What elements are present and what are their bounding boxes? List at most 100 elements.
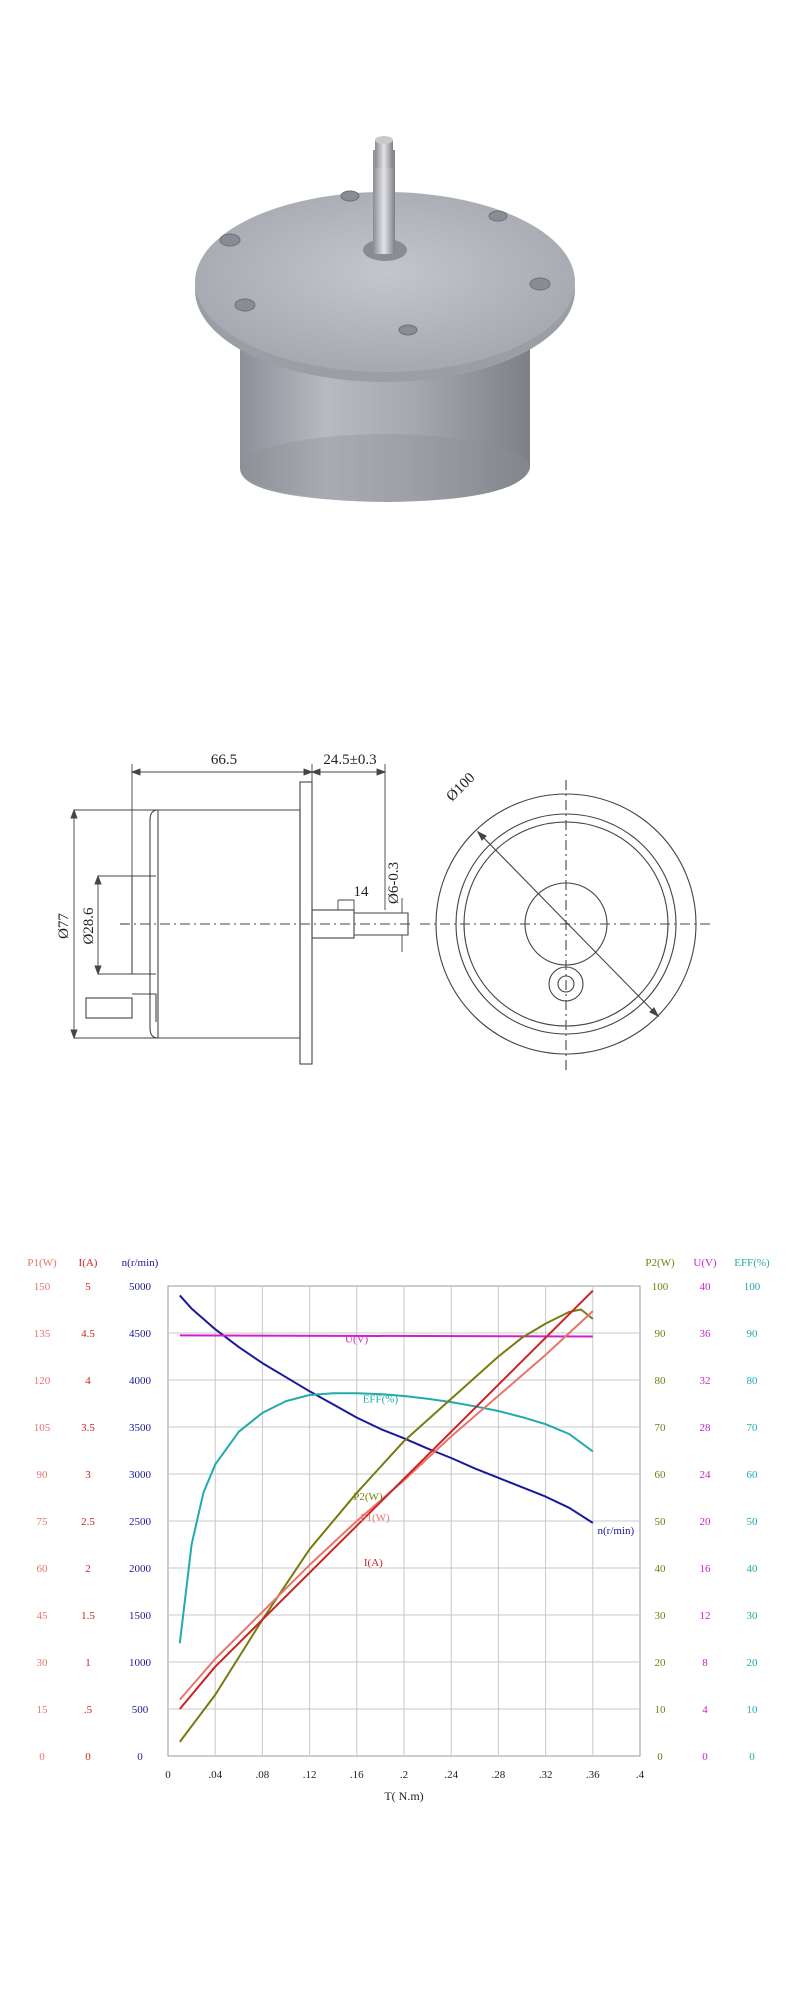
x-tick-label: .08 — [256, 1769, 270, 1781]
y-axis-title: I(A) — [79, 1257, 98, 1269]
y-tick-label: 5 — [85, 1281, 91, 1293]
y-tick-label: 24 — [700, 1469, 712, 1481]
y-tick-label: 4 — [85, 1375, 91, 1387]
y-tick-label: 3000 — [129, 1469, 152, 1481]
y-tick-label: 32 — [700, 1375, 711, 1387]
y-tick-label: 30 — [747, 1610, 759, 1622]
x-tick-label: .36 — [586, 1769, 600, 1781]
x-axis-label: T( N.m) — [384, 1789, 423, 1803]
y-tick-label: 5000 — [129, 1281, 152, 1293]
series-line — [179, 1294, 594, 1524]
y-tick-label: 0 — [137, 1751, 143, 1763]
y-tick-label: 90 — [655, 1328, 667, 1340]
y-tick-label: 4500 — [129, 1328, 152, 1340]
y-tick-label: 8 — [702, 1657, 708, 1669]
y-tick-label: 1 — [85, 1657, 91, 1669]
series-line — [179, 1289, 594, 1710]
chart-grid — [167, 1285, 641, 1757]
x-tick-label: 0 — [165, 1769, 171, 1781]
x-tick-label: .28 — [492, 1769, 506, 1781]
side-view — [85, 781, 412, 1065]
motor-flange — [195, 192, 575, 382]
curve-label: EFF(%) — [363, 1394, 399, 1406]
y-tick-label: 0 — [85, 1751, 91, 1763]
y-tick-label: 90 — [747, 1328, 759, 1340]
series-line — [179, 1308, 594, 1743]
y-tick-label: 70 — [747, 1422, 759, 1434]
y-tick-label: 28 — [700, 1422, 712, 1434]
series-line — [179, 1334, 593, 1338]
y-tick-label: 40 — [700, 1281, 712, 1293]
side-view-dimensions — [70, 764, 403, 1040]
y-axis-title: P2(W) — [645, 1257, 675, 1269]
y-tick-label: 12 — [700, 1610, 711, 1622]
y-tick-label: 20 — [655, 1657, 667, 1669]
y-tick-label: 20 — [700, 1516, 712, 1528]
y-tick-label: 120 — [34, 1375, 51, 1387]
y-tick-label: 15 — [37, 1704, 49, 1716]
y-tick-label: 4 — [702, 1704, 708, 1716]
y-tick-label: 0 — [702, 1751, 708, 1763]
y-tick-label: 150 — [34, 1281, 51, 1293]
y-tick-label: 70 — [655, 1422, 667, 1434]
y-tick-label: 105 — [34, 1422, 51, 1434]
y-axis-title: n(r/min) — [122, 1257, 159, 1269]
y-tick-label: 0 — [749, 1751, 755, 1763]
motor-photo — [195, 136, 575, 502]
performance-chart: 0 .04 .08 .12 .16 .2 .24 .28 .32 .36 .4 T( N.m) P1(W… — [27, 1257, 770, 1803]
y-tick-label: 16 — [700, 1563, 712, 1575]
y-tick-label: 40 — [655, 1563, 667, 1575]
y-tick-label: 1.5 — [81, 1610, 95, 1622]
y-tick-label: 75 — [37, 1516, 49, 1528]
y-tick-label: 30 — [37, 1657, 49, 1669]
y-tick-label: 50 — [655, 1516, 667, 1528]
y-tick-label: 90 — [37, 1469, 49, 1481]
x-tick-label: .2 — [400, 1769, 408, 1781]
y-axis-title: P1(W) — [27, 1257, 57, 1269]
y-tick-label: 1000 — [129, 1657, 152, 1669]
x-tick-label: .12 — [303, 1769, 317, 1781]
y-tick-label: 3.5 — [81, 1422, 95, 1434]
y-tick-label: 20 — [747, 1657, 759, 1669]
y-tick-label: 60 — [747, 1469, 759, 1481]
y-tick-label: 2000 — [129, 1563, 152, 1575]
y-tick-label: 1500 — [129, 1610, 152, 1622]
dim-shaft-flat: 14 — [354, 884, 370, 900]
chart-axes: 0 .04 .08 .12 .16 .2 .24 .28 .32 .36 .4 T( N.m) P1(W… — [27, 1257, 770, 1803]
y-tick-label: 60 — [655, 1469, 667, 1481]
curve-label: I(A) — [364, 1557, 383, 1569]
dim-body-dia: Ø77 — [56, 913, 72, 939]
curve-label: n(r/min) — [598, 1525, 635, 1537]
y-axis-title: U(V) — [693, 1257, 717, 1269]
x-tick-label: .4 — [636, 1769, 645, 1781]
dim-shaft-dia: Ø6-0.3 — [386, 862, 402, 904]
curve-label: U(V) — [345, 1333, 369, 1345]
y-tick-label: 60 — [37, 1563, 49, 1575]
curve-label: P2(W) — [353, 1491, 383, 1503]
y-tick-label: 2500 — [129, 1516, 152, 1528]
y-axis-title: EFF(%) — [734, 1257, 770, 1269]
x-tick-label: .16 — [350, 1769, 364, 1781]
x-tick-label: .24 — [444, 1769, 458, 1781]
chart-curves — [178, 1289, 594, 1743]
y-tick-label: 45 — [37, 1610, 49, 1622]
y-tick-label: 80 — [655, 1375, 667, 1387]
front-view — [420, 780, 712, 1070]
motor-shaft — [373, 136, 395, 254]
series-line — [179, 1310, 594, 1701]
y-tick-label: 135 — [34, 1328, 51, 1340]
y-tick-label: 50 — [747, 1516, 759, 1528]
y-tick-label: 4000 — [129, 1375, 152, 1387]
x-tick-label: .04 — [208, 1769, 222, 1781]
y-tick-label: 0 — [39, 1751, 45, 1763]
dimension-labels: 66.5 24.5±0.3 Ø100 14 Ø6-0.3 Ø77 Ø28.6 — [56, 752, 478, 945]
dim-flange-dia: Ø100 — [444, 770, 479, 805]
y-tick-label: 10 — [655, 1704, 667, 1716]
y-tick-label: .5 — [84, 1704, 93, 1716]
y-tick-label: 3 — [85, 1469, 91, 1481]
x-tick-label: .32 — [539, 1769, 553, 1781]
y-tick-label: 2.5 — [81, 1516, 95, 1528]
y-tick-label: 100 — [652, 1281, 669, 1293]
y-tick-label: 4.5 — [81, 1328, 95, 1340]
y-tick-label: 3500 — [129, 1422, 152, 1434]
